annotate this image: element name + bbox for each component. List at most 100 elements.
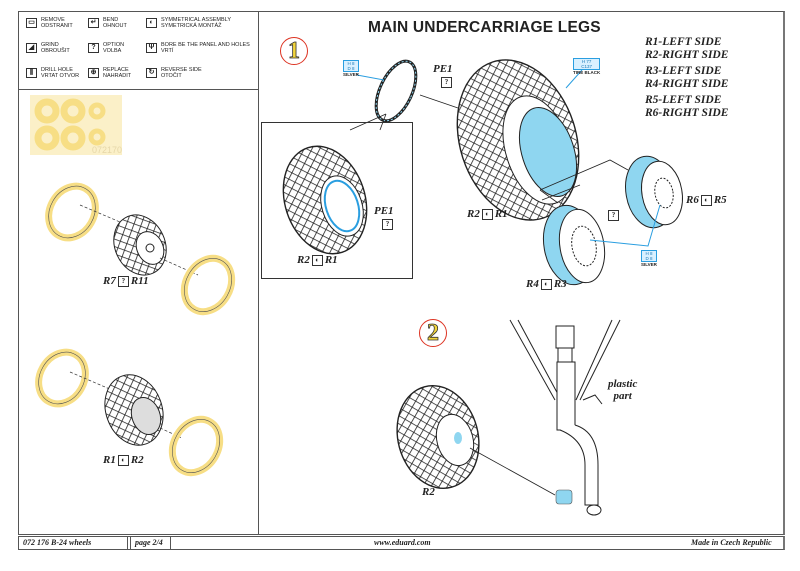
legend-item: ⊕ReplaceNahradit	[88, 67, 131, 79]
symmetrical-assembly-icon: ◐	[311, 254, 323, 266]
part-number: R2	[130, 454, 144, 466]
side-label: R6-RIGHT SIDE	[645, 107, 729, 119]
legend-label-cz: Vrtat otvor	[41, 73, 80, 79]
option-marker: ?	[606, 209, 621, 221]
legend-label: Drill hole	[41, 67, 73, 73]
legend-label-cz: Symetrická montáž	[161, 23, 222, 29]
legend-label-cz: Vrtí	[161, 48, 174, 54]
legend-item: ↻ Reverse sideOtočit	[146, 67, 202, 79]
color-code: H 8	[347, 61, 355, 66]
footer-divider	[130, 537, 131, 549]
bend-icon: ↵	[88, 18, 99, 28]
color-code: D 8	[347, 66, 355, 71]
part-number: R5	[713, 194, 727, 206]
note-text: part	[613, 390, 632, 402]
part-number: R11	[130, 275, 149, 287]
legend-label: Symmetrical assembly	[161, 17, 231, 23]
legend-item: ↵BendOhnout	[88, 17, 127, 29]
mask-ring	[88, 128, 106, 146]
part-label-pe1-inset: PE1	[374, 205, 394, 217]
legend-label-cz: Volba	[103, 48, 122, 54]
part-number: R1	[324, 254, 338, 266]
legend-item: ▭RemoveOdstranit	[26, 17, 73, 29]
drill-hole-icon: ⫼	[26, 68, 37, 78]
option-icon: ?	[382, 218, 393, 230]
part-label-pair: R7?R11	[103, 275, 149, 287]
symmetrical-assembly-icon: ◐	[117, 454, 129, 466]
detail-inset	[261, 122, 413, 279]
footer-divider	[170, 537, 171, 549]
color-code: C137	[581, 64, 592, 69]
side-legend: R3-LEFT SIDE R4-RIGHT SIDE	[645, 65, 728, 91]
side-label: R5-LEFT SIDE	[645, 94, 722, 106]
page-title: MAIN UNDERCARRIAGE LEGS	[368, 19, 601, 36]
part-number: R3	[553, 278, 567, 290]
footer-bar: 072 176 B-24 wheels page 2/4 www.eduard.…	[18, 536, 785, 550]
legend-label-cz: Odstranit	[41, 23, 73, 29]
legend-item: ?OptionVolba	[88, 42, 124, 54]
part-label-pair: R2◐R1	[297, 254, 338, 266]
symmetrical-assembly-icon: ◐	[700, 194, 712, 206]
legend-label: Replace	[103, 67, 129, 73]
side-label: R4-RIGHT SIDE	[645, 78, 729, 90]
legend-item: ⫼ Drill holeVrtat otvor	[26, 67, 79, 79]
side-legend: R5-LEFT SIDE R6-RIGHT SIDE	[645, 94, 728, 120]
part-number: R2	[297, 254, 310, 266]
painted-axle	[555, 489, 573, 505]
mask-ring	[60, 98, 86, 124]
grind-icon: ◢	[26, 43, 37, 53]
part-number: R4	[526, 278, 539, 290]
side-label: R2-RIGHT SIDE	[645, 49, 729, 61]
reverse-side-icon: ↻	[146, 68, 157, 78]
option-icon: ?	[88, 43, 99, 53]
option-marker: ?	[439, 76, 454, 88]
note-text: plastic	[608, 378, 638, 390]
part-number: R1	[494, 208, 508, 220]
color-name: TIRE BLACK	[573, 70, 601, 75]
part-number: R7	[103, 275, 116, 287]
part-label-r2: R2	[422, 486, 435, 498]
color-code: H 8	[645, 251, 653, 256]
legend-label-cz: Obroušit	[41, 48, 70, 54]
pe1-ring	[374, 59, 418, 123]
legend-label: Grind	[41, 42, 59, 48]
mask-ring	[34, 98, 60, 124]
footer-divider	[127, 537, 128, 549]
mask-code: 072170	[92, 145, 122, 155]
hub	[130, 397, 162, 435]
page-frame	[18, 11, 785, 535]
side-label: R3-LEFT SIDE	[645, 65, 722, 77]
legend-label-cz: Otočit	[161, 73, 182, 79]
bore-holes-icon: Ψ	[146, 43, 157, 53]
side-legend: R1-LEFT SIDE R2-RIGHT SIDE	[645, 36, 728, 62]
footer-made: Made in Czech Republic	[691, 538, 772, 547]
color-code: H 77	[581, 59, 592, 64]
wheel-assembly-r7	[45, 182, 236, 316]
replace-icon: ⊕	[88, 68, 99, 78]
legend-label: Reverse side	[161, 67, 202, 73]
legend-item: ΨBore be the panel and holesVrtí	[146, 42, 250, 54]
part-number: PE1	[374, 205, 394, 217]
mask-ring	[60, 125, 86, 151]
part-number: R1	[103, 454, 116, 466]
side-label: R1-LEFT SIDE	[645, 36, 722, 48]
footer-page: page 2/4	[135, 538, 163, 547]
part-label-pair: R6◐R5	[686, 194, 727, 206]
symmetrical-assembly-icon: ◐	[146, 18, 157, 28]
part-number: R2	[467, 208, 480, 220]
painted-hub-face	[518, 107, 578, 197]
legend-label-cz: Ohnout	[103, 23, 127, 29]
footer-set: 072 176 B-24 wheels	[23, 538, 92, 547]
legend-item: ◐ Symmetrical assemblySymetrická montáž	[146, 17, 231, 29]
landing-gear-leg	[509, 319, 621, 516]
option-marker: ?	[380, 218, 395, 230]
legend-label: Remove	[41, 17, 65, 23]
part-label-pair: R4◐R3	[526, 278, 567, 290]
part-label-pair: R2◐R1	[467, 208, 508, 220]
mask-ring	[34, 125, 60, 151]
wheel-assembly-r1	[35, 348, 224, 477]
